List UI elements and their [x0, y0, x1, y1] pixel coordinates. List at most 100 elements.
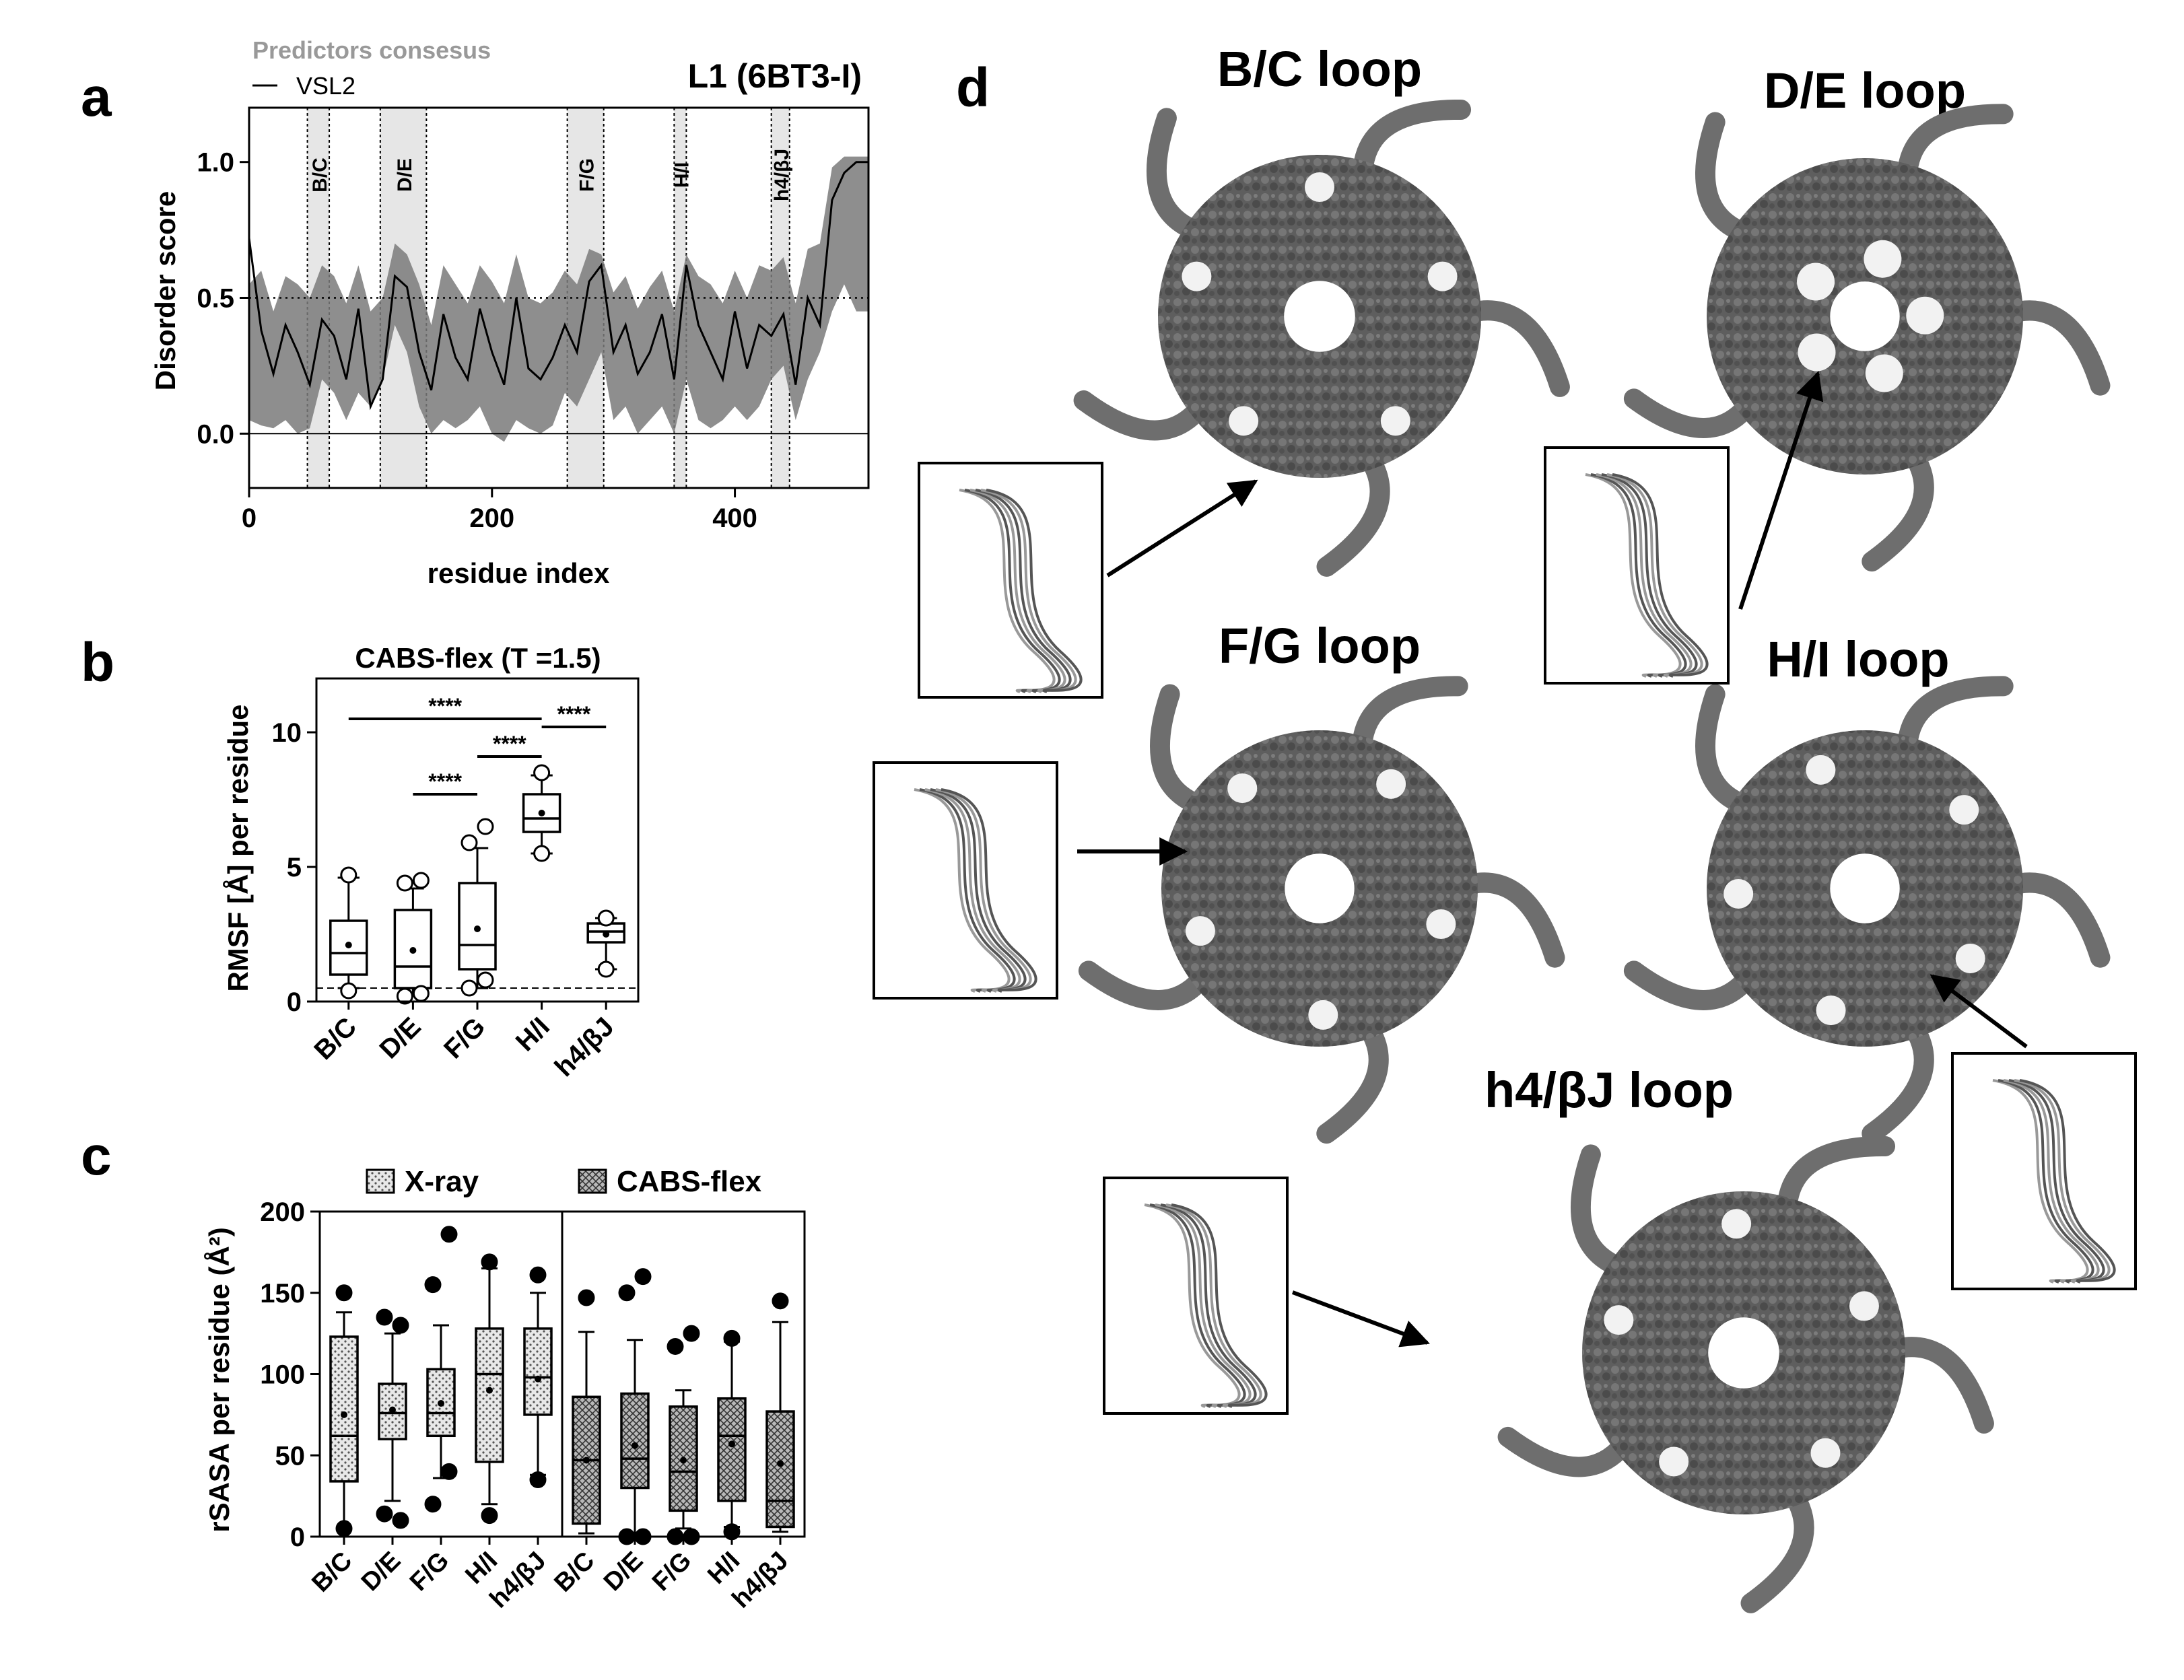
legend-vsl2-label: VSL2: [296, 72, 355, 100]
outlier-point: [667, 1337, 684, 1355]
central-pore: [1285, 853, 1355, 923]
loop-highlight: [1227, 773, 1258, 804]
legend-label: CABS-flex: [617, 1165, 762, 1198]
y-tick-label: 0.0: [197, 419, 234, 449]
panel-b: b CABS-flex (T =1.5) ****************051…: [81, 632, 640, 1082]
y-tick-label: 0: [290, 1523, 305, 1552]
central-pore: [1830, 281, 1900, 351]
loop-highlight: [1864, 240, 1902, 278]
structure-title: H/I loop: [1767, 631, 1949, 687]
panel-letter-b: b: [81, 632, 114, 693]
loop-highlight: [1376, 769, 1406, 799]
panel-letter-c: c: [81, 1125, 112, 1187]
outlier-point: [460, 834, 478, 851]
loop-highlight: [1949, 795, 1979, 825]
central-pore: [1830, 853, 1900, 923]
loop-highlight: [1308, 1000, 1338, 1030]
loop-highlight: [1955, 943, 1985, 973]
outlier-point: [392, 1317, 409, 1334]
inset-arrow: [1291, 1290, 1430, 1348]
loop-trace: [2019, 1079, 2116, 1284]
loop-highlight: [1865, 354, 1903, 392]
chart-a-xlabel: residue index: [428, 557, 610, 589]
loop-highlight: [1659, 1446, 1689, 1477]
outlier-point: [597, 909, 615, 927]
outlier-point: [424, 1496, 442, 1513]
consensus-band: [249, 156, 868, 442]
outlier-point: [597, 960, 615, 978]
outlier-point: [340, 866, 357, 884]
chart-c-ylabel: rSASA per residue (Å²): [203, 1227, 235, 1533]
loop-trace: [986, 489, 1083, 693]
loop-highlight: [1906, 296, 1944, 335]
legend-label: X-ray: [405, 1165, 479, 1198]
mean-marker: [345, 942, 352, 948]
mean-marker: [535, 1375, 541, 1382]
outlier-point: [529, 1266, 547, 1284]
y-tick-label: 50: [275, 1441, 306, 1471]
loop-highlight: [1305, 172, 1334, 202]
x-tick-label: D/E: [356, 1547, 407, 1597]
x-tick-label: h4/βJ: [726, 1547, 794, 1614]
loop-region-label: H/I: [671, 162, 693, 188]
outlier-point: [533, 845, 551, 862]
outlier-point: [772, 1292, 789, 1310]
outlier-point: [335, 1520, 353, 1537]
chart-b-ylabel: RMSF [Å] per residue: [222, 704, 254, 991]
structure-title: h4/βJ loop: [1485, 1062, 1734, 1118]
x-tick-label: 0: [242, 503, 257, 533]
box-h4/βJ: [523, 1327, 553, 1416]
structure-title: B/C loop: [1217, 41, 1422, 97]
inset-bc: [918, 462, 1258, 699]
box-H/I: [475, 1327, 504, 1463]
structure-title: F/G loop: [1219, 618, 1421, 674]
loop-highlight: [1810, 1438, 1841, 1468]
panel-letter-d: d: [956, 57, 990, 118]
inset-h4: [1103, 1177, 1430, 1415]
loop-highlight: [1798, 333, 1836, 372]
loop-highlight: [1380, 406, 1410, 436]
outlier-point: [412, 872, 430, 889]
mean-marker: [341, 1411, 347, 1418]
protein-structure-de: D/E loop: [1623, 63, 2111, 572]
box-h4/βJ: [765, 1410, 795, 1529]
y-tick-label: 0.5: [197, 284, 234, 314]
inset-hi: [1930, 974, 2137, 1290]
loop-highlight: [1185, 916, 1215, 946]
loop-highlight: [1806, 755, 1836, 785]
outlier-point: [481, 1507, 498, 1525]
x-tick-label: F/G: [405, 1547, 454, 1597]
loop-trace: [1171, 1203, 1268, 1408]
chart-b-title: CABS-flex (T =1.5): [355, 642, 601, 674]
outlier-point: [634, 1268, 652, 1286]
mean-marker: [474, 925, 481, 932]
mean-marker: [583, 1457, 590, 1464]
loop-highlight: [1427, 261, 1458, 291]
loop-highlight: [1724, 878, 1754, 909]
box-D/E: [620, 1392, 650, 1490]
outlier-point: [477, 818, 494, 835]
loop-highlight: [1797, 262, 1835, 301]
x-tick-label: B/C: [306, 1547, 357, 1598]
central-pore: [1284, 281, 1355, 352]
panel-letter-a: a: [81, 67, 112, 128]
x-tick-label: 200: [469, 503, 514, 533]
x-tick-label: D/E: [599, 1547, 649, 1597]
loop-region-label: F/G: [576, 158, 599, 192]
outlier-point: [440, 1463, 458, 1480]
outlier-point: [723, 1329, 741, 1347]
x-tick-label: F/G: [438, 1012, 491, 1064]
box-B/C: [329, 1335, 359, 1483]
mean-marker: [438, 1399, 444, 1407]
central-pore: [1708, 1317, 1779, 1389]
outlier-point: [392, 1512, 409, 1529]
loop-highlight: [1229, 406, 1259, 436]
legend-swatch: [578, 1168, 607, 1194]
x-tick-label: B/C: [549, 1547, 600, 1598]
significance-label: ****: [493, 732, 526, 756]
